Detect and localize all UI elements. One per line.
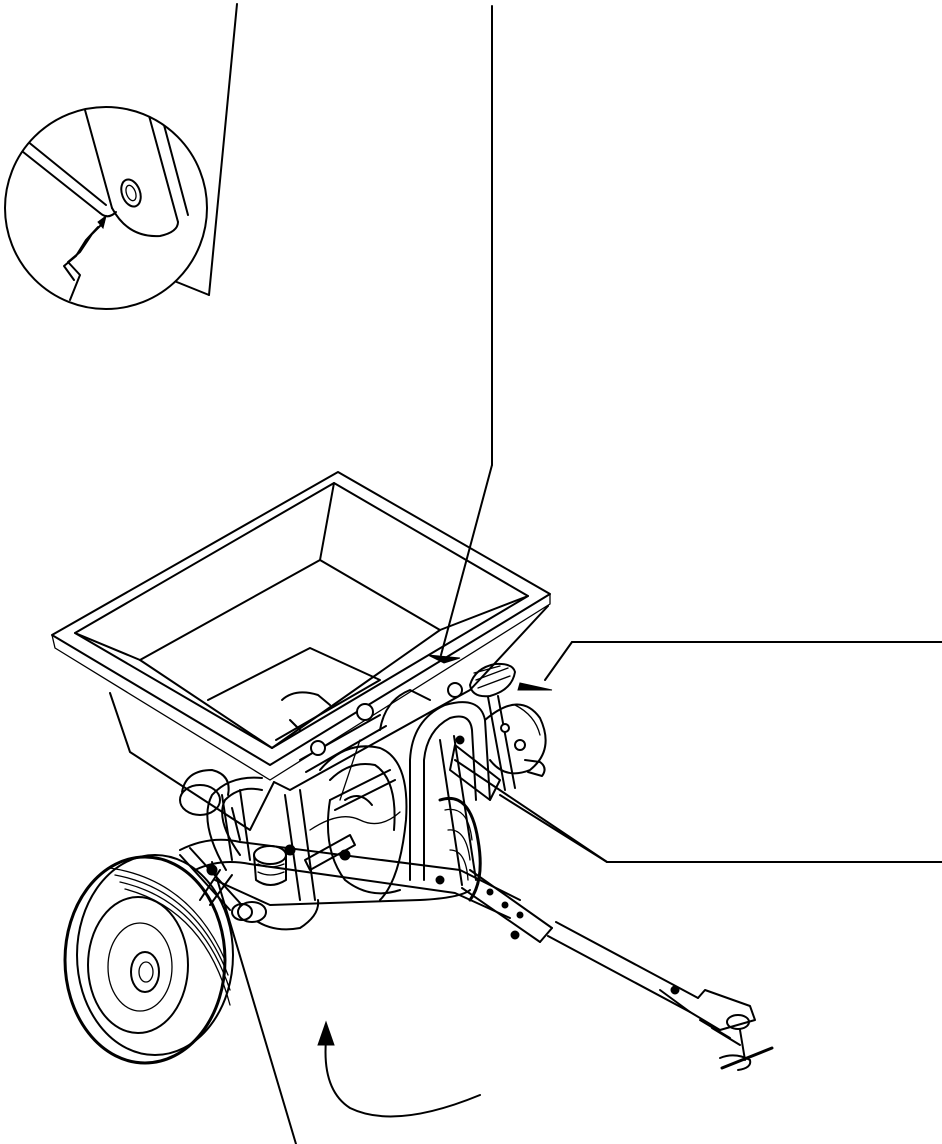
agitator [281,691,331,706]
hopper-body-right [273,605,549,791]
rim-mark [427,654,461,664]
frame-strut-right [439,735,477,886]
control-bracket [449,744,501,801]
left-wheel [63,854,234,1065]
inset-border [4,106,208,310]
hopper-rim-outer [51,471,551,766]
frame-rail-front-lower [194,861,511,919]
rate-control [449,662,553,801]
bolt-6 [356,703,374,721]
stop-pin [524,759,546,777]
tow-bar-sleeve [461,869,553,943]
deflector-shield [319,745,408,901]
left-hub [130,951,160,993]
hitch-clevis [689,989,756,1031]
hopper-bottom-opening [207,647,381,741]
left-rim [87,896,189,1034]
callout-leaders [84,3,942,1144]
right-wheel [438,797,482,902]
hitch-hole [726,1014,750,1030]
inset-detail-lines [7,109,189,301]
bolt-4 [455,735,465,745]
frame-u-bar [409,701,491,881]
bolt-1 [310,740,326,756]
right-tire [438,797,482,902]
axle-bar [179,847,241,911]
hopper-inner-back-edge [139,559,441,661]
tow-bar-tube [547,921,699,1013]
control-dial-plate [484,703,547,775]
knob-leader-diagonal [544,641,573,681]
inset-leader-right [208,3,238,296]
hopper-rim-inner [74,482,529,749]
hopper-body-left [109,692,275,831]
axle [179,847,267,923]
linkage-rod-lower [304,834,356,871]
gearbox-top [253,845,287,865]
bolt-7 [447,682,463,698]
spinner-housing [179,784,221,816]
gearbox-body [253,854,287,886]
hopper [51,471,551,841]
control-lever-shaft [487,695,516,791]
rotation-arrow-icon [317,1020,481,1118]
control-knob [469,662,516,698]
bracket-leader-lower [454,759,608,863]
hopper-rim-lip [51,593,551,781]
pointer-arrow-icon [517,682,553,691]
bolt-2 [284,844,296,856]
frame-rail-front [179,838,521,901]
wheel-leader [211,861,297,1144]
bolt-3 [339,849,351,861]
tow-bar [461,869,774,1071]
control-cable [309,811,401,831]
spreader-frame [179,682,521,931]
detail-inset [4,106,208,310]
bolt-5 [435,875,445,885]
